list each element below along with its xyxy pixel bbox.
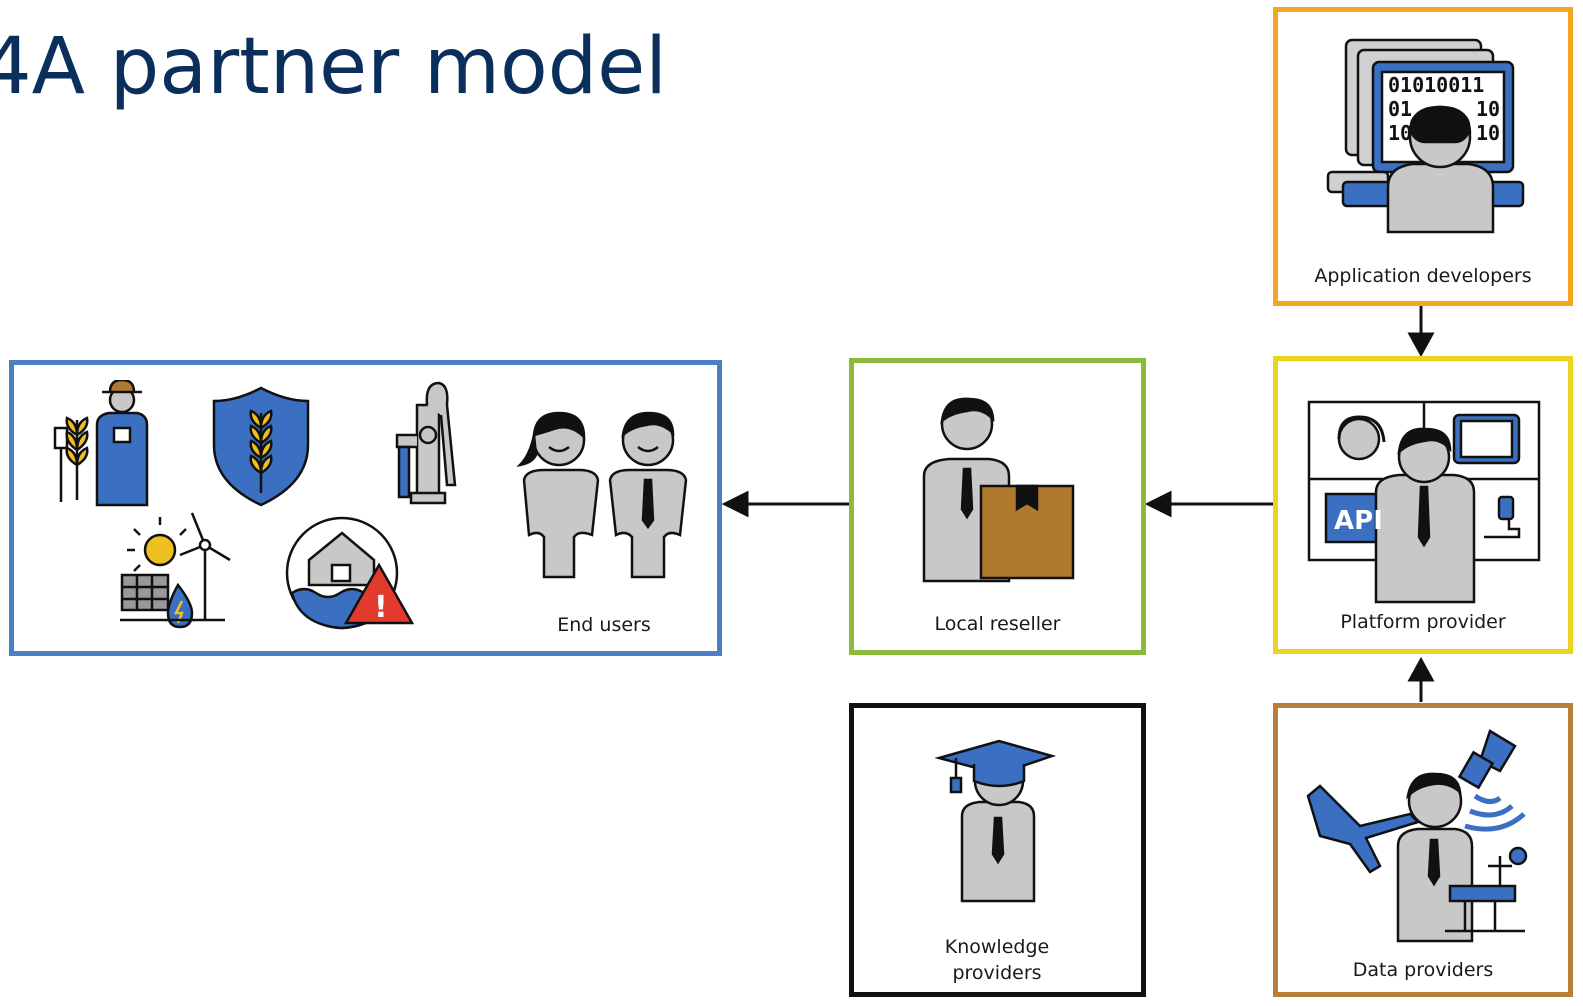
flood-warning-icon: ! [285, 516, 415, 630]
exclamation-icon: ! [374, 590, 388, 625]
local-reseller-label: Local reseller [934, 613, 1061, 635]
arrowhead [1144, 490, 1172, 518]
person-female-icon [516, 411, 600, 579]
developer-icon: 01010011 01 10 10 10 [1326, 38, 1525, 234]
code-line-2b: 10 [1476, 97, 1500, 121]
weather-station-icon [1445, 884, 1525, 933]
airplane-icon [1306, 784, 1421, 874]
reseller-icon [922, 397, 1075, 583]
water-pump-icon [395, 381, 457, 505]
renewable-energy-icon [120, 512, 231, 629]
farmer-icon [53, 380, 149, 507]
graduate-icon [934, 739, 1057, 903]
data-providers-label: Data providers [1352, 959, 1494, 981]
knowledge-providers-box: Knowledge providers [849, 703, 1146, 997]
slide-title: 4A partner model [0, 22, 667, 112]
application-developers-box: 01010011 01 10 10 10 Application develop… [1273, 7, 1573, 306]
platform-provider-label: Platform provider [1340, 611, 1506, 633]
platform-provider-box: API Platform provider [1273, 356, 1573, 654]
arrowhead [721, 490, 749, 518]
end-users-label: End users [557, 614, 651, 636]
wheat-shield-icon [212, 386, 310, 507]
application-developers-label: Application developers [1314, 265, 1532, 287]
code-line-1: 01010011 [1388, 73, 1484, 97]
code-line-3b: 10 [1476, 121, 1500, 145]
local-reseller-box: Local reseller [849, 358, 1146, 655]
code-line-2: 01 [1388, 97, 1412, 121]
api-label: API [1334, 506, 1383, 536]
data-provider-icon [1306, 729, 1528, 943]
end-users-box: ! End users [9, 360, 722, 656]
arrowhead [1407, 332, 1435, 358]
code-line-3: 10 [1388, 121, 1412, 145]
arrowhead [1407, 656, 1435, 682]
person-male-icon [608, 411, 688, 579]
data-providers-box: Data providers [1273, 703, 1573, 997]
platform-icon: API [1307, 400, 1541, 604]
knowledge-providers-label: Knowledge providers [944, 936, 1050, 984]
